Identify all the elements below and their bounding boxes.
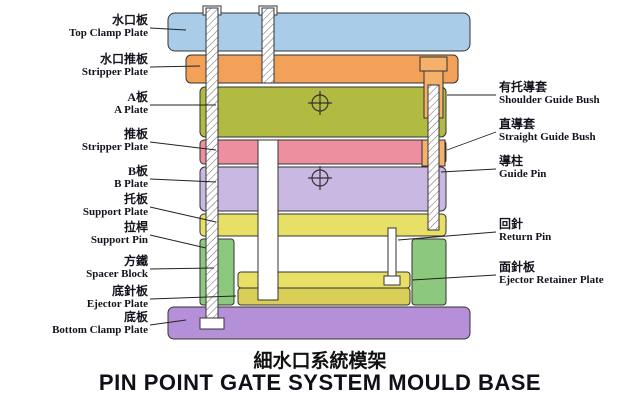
bottom-clamp-plate-shape bbox=[167, 306, 471, 340]
label-spacer-block: 方鐵 Spacer Block bbox=[6, 255, 148, 281]
diagram-title-english: PIN POINT GATE SYSTEM MOULD BASE bbox=[98, 370, 542, 395]
label-ejector-retainer-plate: 面針板 Ejector Retainer Plate bbox=[499, 261, 637, 287]
label-guide-pin: 導柱 Guide Pin bbox=[499, 155, 637, 181]
diagram-title-chinese: 細水口系統模架 bbox=[253, 351, 387, 372]
label-stripper-plate-top: 水口推板 Stripper Plate bbox=[6, 53, 148, 79]
label-guide-pin-zh: 導柱 bbox=[499, 154, 524, 168]
label-bottom-clamp-plate-en: Bottom Clamp Plate bbox=[52, 324, 148, 336]
label-shoulder-guide-bush-zh: 有托導套 bbox=[499, 80, 548, 94]
label-stripper-plate: 推板 Stripper Plate bbox=[6, 128, 148, 154]
label-support-plate-en: Support Plate bbox=[82, 206, 148, 218]
return-pin-head-shape bbox=[383, 275, 401, 286]
label-support-pin-zh: 拉桿 bbox=[123, 220, 148, 234]
label-spacer-block-zh: 方鐵 bbox=[123, 254, 148, 268]
label-return-pin-en: Return Pin bbox=[499, 231, 552, 243]
label-return-pin-zh: 回針 bbox=[499, 217, 524, 231]
label-spacer-block-en: Spacer Block bbox=[86, 268, 148, 280]
stripper-plate-shape bbox=[199, 139, 447, 165]
label-stripper-plate-en: Stripper Plate bbox=[81, 141, 148, 153]
datum-symbol-bottom bbox=[308, 166, 332, 190]
shoulder-guide-bush-flange-shape bbox=[419, 56, 448, 72]
datum-symbol-top bbox=[308, 91, 332, 115]
leader-lines bbox=[149, 27, 497, 326]
puller-pin-shape bbox=[261, 7, 275, 84]
label-a-plate: A板 A Plate bbox=[6, 91, 148, 117]
label-return-pin: 回針 Return Pin bbox=[499, 218, 637, 244]
stripper-plate-top-shape bbox=[185, 54, 459, 84]
label-stripper-plate-top-zh: 水口推板 bbox=[99, 52, 148, 66]
support-pin-shape bbox=[205, 7, 219, 319]
label-ejector-plate-en: Ejector Plate bbox=[86, 298, 148, 310]
label-support-plate-zh: 托板 bbox=[123, 192, 148, 206]
label-stripper-plate-top-en: Stripper Plate bbox=[81, 66, 148, 78]
label-support-plate: 托板 Support Plate bbox=[6, 193, 148, 219]
label-ejector-plate-zh: 底針板 bbox=[111, 284, 148, 298]
center-guide-pillar-shape bbox=[257, 139, 279, 301]
label-shoulder-guide-bush-en: Shoulder Guide Bush bbox=[499, 94, 600, 106]
a-plate-shape bbox=[199, 86, 447, 138]
label-straight-guide-bush: 直導套 Straight Guide Bush bbox=[499, 118, 637, 144]
label-stripper-plate-zh: 推板 bbox=[123, 127, 148, 141]
label-a-plate-zh: A板 bbox=[127, 90, 148, 104]
label-support-pin: 拉桿 Support Pin bbox=[6, 221, 148, 247]
return-pin-shape bbox=[387, 227, 397, 279]
support-pin-foot-shape bbox=[199, 317, 225, 330]
label-bottom-clamp-plate: 底板 Bottom Clamp Plate bbox=[6, 311, 148, 337]
label-shoulder-guide-bush: 有托導套 Shoulder Guide Bush bbox=[499, 81, 637, 107]
support-plate-shape bbox=[199, 213, 447, 237]
label-straight-guide-bush-en: Straight Guide Bush bbox=[499, 131, 596, 143]
label-b-plate-en: B Plate bbox=[114, 178, 148, 190]
label-top-clamp-plate-zh: 水口板 bbox=[111, 13, 148, 27]
ejector-plate-shape bbox=[237, 287, 411, 306]
label-straight-guide-bush-zh: 直導套 bbox=[499, 117, 536, 131]
label-ejector-retainer-plate-en: Ejector Retainer Plate bbox=[499, 274, 604, 286]
guide-pin-shape bbox=[427, 84, 440, 231]
label-a-plate-en: A Plate bbox=[114, 104, 148, 116]
spacer-block-right-shape bbox=[411, 238, 447, 306]
label-bottom-clamp-plate-zh: 底板 bbox=[123, 310, 148, 324]
label-guide-pin-en: Guide Pin bbox=[499, 168, 547, 180]
label-support-pin-en: Support Pin bbox=[90, 234, 148, 246]
b-plate-shape bbox=[199, 166, 447, 212]
label-top-clamp-plate: 水口板 Top Clamp Plate bbox=[6, 14, 148, 40]
top-clamp-plate-shape bbox=[167, 12, 471, 52]
label-b-plate-zh: B板 bbox=[127, 164, 148, 178]
label-b-plate: B板 B Plate bbox=[6, 165, 148, 191]
label-ejector-retainer-plate-zh: 面針板 bbox=[499, 260, 536, 274]
label-top-clamp-plate-en: Top Clamp Plate bbox=[68, 27, 148, 39]
label-ejector-plate: 底針板 Ejector Plate bbox=[6, 285, 148, 311]
